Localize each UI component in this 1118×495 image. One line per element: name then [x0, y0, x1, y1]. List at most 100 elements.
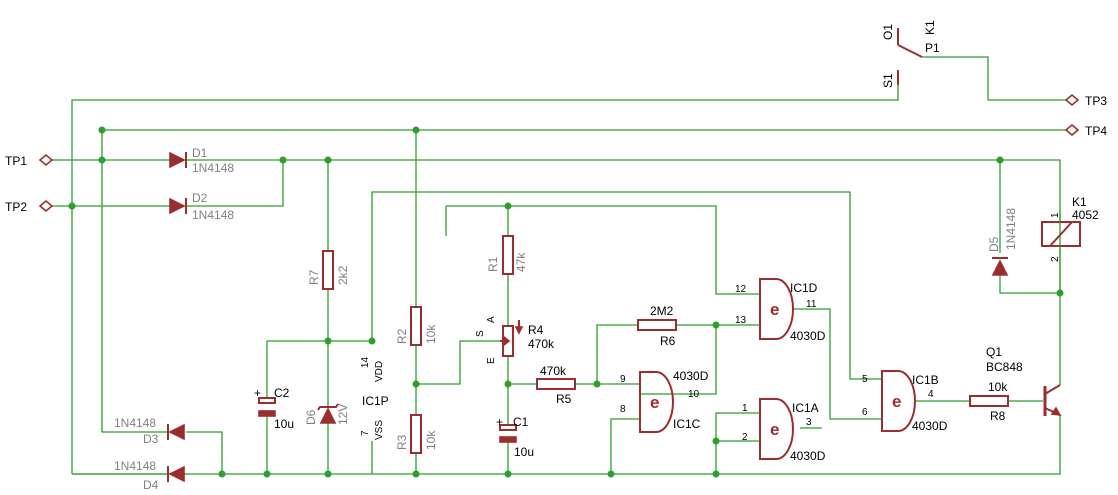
r2-ref: R2 [395, 328, 409, 344]
resistor-r2: R2 10k [395, 306, 438, 346]
c1-plus: + [496, 415, 503, 429]
c2-plus: + [254, 386, 261, 400]
ic1c-ref: IC1C [673, 417, 701, 431]
test-point-tp3[interactable]: TP3 [1064, 93, 1107, 108]
d6-ref: D6 [304, 409, 318, 425]
ic1p-power: 14 VDD IC1P 7 VSS [360, 356, 389, 440]
resistor-r3: R3 10k [395, 414, 438, 454]
ic1p-vss-pin: 7 [360, 430, 371, 436]
r1-value: 47k [514, 252, 528, 272]
r7-value: 2k2 [336, 265, 350, 285]
k1-pin2: 2 [1050, 256, 1061, 262]
resistor-r8: 10k R8 [969, 380, 1009, 423]
c2-value: 10u [274, 417, 294, 431]
r4-pin-s: S [475, 330, 486, 337]
d1-ref: D1 [192, 146, 208, 160]
ic1c-pin-out: 10 [688, 389, 700, 400]
k1-switch-ref: K1 [923, 20, 937, 35]
k1-o1-label: O1 [881, 24, 895, 40]
diode-d5: D5 1N4148 [987, 208, 1018, 276]
tp3-label: TP3 [1085, 94, 1107, 108]
junctions [68, 126, 1064, 478]
c1-value: 10u [514, 445, 534, 459]
r5-value: 470k [540, 364, 567, 378]
ic1b-pin-in2: 6 [862, 407, 868, 418]
d1-value: 1N4148 [192, 161, 234, 175]
c1-ref: C1 [513, 415, 529, 429]
r3-ref: R3 [395, 434, 409, 450]
diode-d4: 1N4148 D4 [114, 459, 185, 492]
ic1d-symbol: e [770, 300, 779, 319]
ic1p-vss: VSS [374, 420, 385, 440]
transistor-q1: Q1 BC848 [986, 345, 1062, 416]
ic1a-symbol: e [770, 420, 779, 439]
resistor-r5: 470k R5 [536, 364, 576, 406]
ic1b-value: 4030D [912, 419, 948, 433]
ic1d-pin-in2: 13 [735, 315, 747, 326]
ic1p-ref: IC1P [362, 394, 389, 408]
diode-d3: 1N4148 D3 [114, 416, 185, 446]
r4-ref: R4 [528, 323, 544, 337]
tp2-label: TP2 [5, 200, 27, 214]
tp1-label: TP1 [5, 154, 27, 168]
r8-ref: R8 [990, 409, 1006, 423]
d6-value: 12V [336, 404, 350, 425]
ic1b-pin-in1: 5 [862, 374, 868, 385]
q1-ref: Q1 [986, 345, 1002, 359]
k1-value: 4052 [1072, 208, 1099, 222]
k1-s1-label: S1 [881, 73, 895, 88]
ic1a-value: 4030D [790, 449, 826, 463]
r4-value: 470k [528, 337, 555, 351]
ic1p-vdd: VDD [374, 361, 385, 382]
d2-ref: D2 [192, 191, 208, 205]
test-point-tp2[interactable]: TP2 [5, 199, 54, 214]
ic1a-pin-in2: 2 [742, 432, 748, 443]
ic1p-vdd-pin: 14 [360, 356, 371, 368]
diode-d1: D1 1N4148 [169, 146, 234, 175]
ic1c-pin-in1: 9 [620, 374, 626, 385]
d5-value: 1N4148 [1004, 208, 1018, 250]
k1-p1-label: P1 [925, 41, 940, 55]
ic1a-pin-out: 3 [806, 417, 812, 428]
d4-value: 1N4148 [114, 459, 156, 473]
d4-ref: D4 [143, 478, 159, 492]
r6-ref: R6 [660, 334, 676, 348]
d3-value: 1N4148 [114, 416, 156, 430]
ic1a-pin-in1: 1 [742, 403, 748, 414]
ic1b-pin-out: 4 [928, 389, 934, 400]
q1-value: BC848 [986, 360, 1023, 374]
r5-ref: R5 [556, 392, 572, 406]
d2-value: 1N4148 [192, 208, 234, 222]
d3-ref: D3 [143, 432, 159, 446]
capacitor-c2: + C2 10u [254, 386, 294, 431]
r6-value: 2M2 [650, 304, 674, 318]
ic1c-pin-in2: 8 [620, 404, 626, 415]
ic1c-symbol: e [650, 393, 659, 412]
test-point-tp1[interactable]: TP1 [5, 153, 54, 168]
test-point-tp4[interactable]: TP4 [1064, 123, 1107, 138]
ic1b-symbol: e [892, 392, 901, 411]
d5-ref: D5 [987, 236, 1001, 252]
ic1c-value: 4030D [673, 369, 709, 383]
diode-d2: D2 1N4148 [169, 191, 234, 222]
resistor-r6: 2M2 R6 [637, 304, 677, 348]
r4-pin-a: A [486, 316, 497, 323]
r4-pin-e: E [486, 357, 497, 364]
r1-ref: R1 [486, 256, 500, 272]
gate-ic1d: e IC1D 4030D 12 13 11 [735, 278, 826, 343]
r8-value: 10k [988, 380, 1008, 394]
zener-d6: D6 12V [304, 403, 350, 425]
ic1d-pin-in1: 12 [735, 284, 747, 295]
capacitor-c1: + C1 10u [496, 415, 534, 459]
relay-coil-k1: K1 4052 1 2 [1041, 195, 1099, 262]
r3-value: 10k [424, 430, 438, 450]
r2-value: 10k [424, 324, 438, 344]
gate-ic1a: e IC1A 4030D 1 2 3 [742, 398, 826, 463]
ic1d-pin-out: 11 [806, 299, 817, 310]
k1-ref: K1 [1072, 195, 1087, 209]
c2-ref: C2 [274, 386, 290, 400]
ic1d-ref: IC1D [790, 281, 818, 295]
r7-ref: R7 [307, 269, 321, 285]
ic1a-ref: IC1A [792, 401, 819, 415]
